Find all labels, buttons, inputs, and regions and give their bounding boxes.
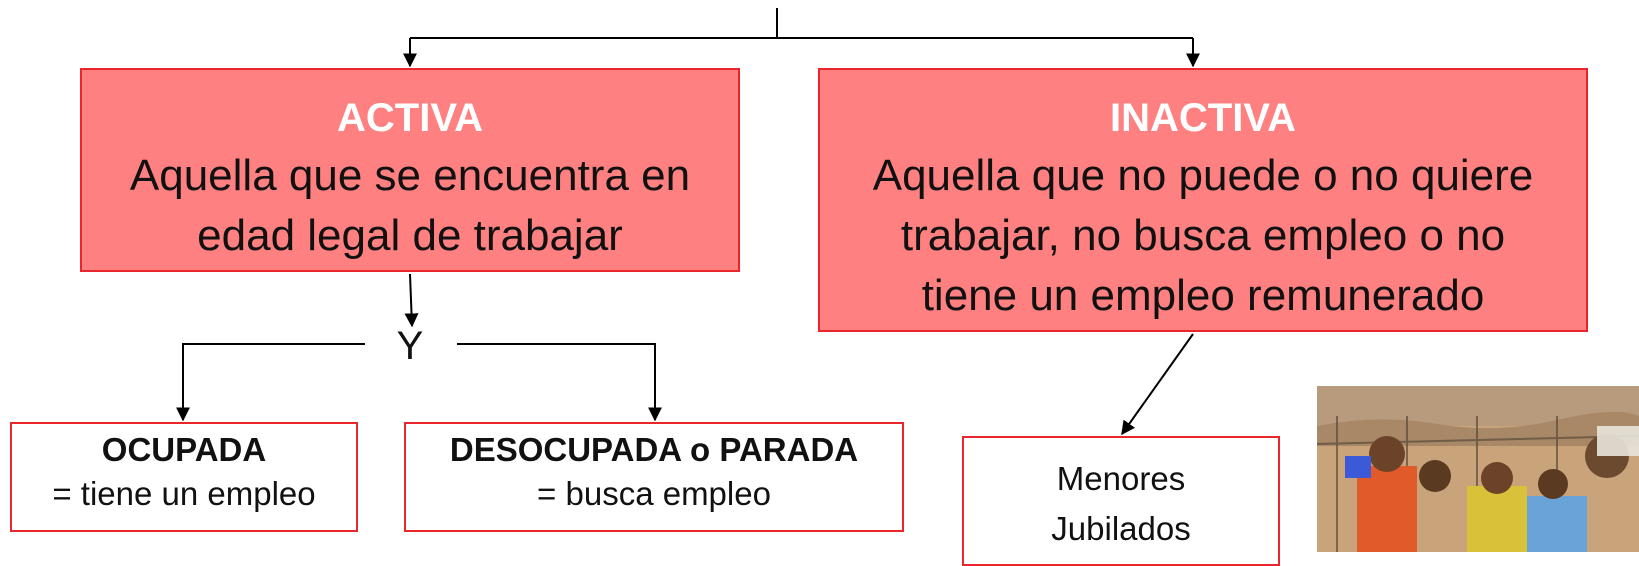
box-inactiva-list: Menores Jubilados [962,436,1280,566]
box-ocupada: OCUPADA = tiene un empleo [10,422,358,532]
arrow-to-desocupada [457,343,662,422]
box-activa: ACTIVA Aquella que se encuentra en edad … [80,68,740,272]
inactiva-desc-line2: trabajar, no busca empleo o no [900,211,1506,260]
inactiva-list-line2: Jubilados [1051,510,1191,547]
arrow-to-ocupada [176,343,365,422]
desocupada-title: DESOCUPADA o PARADA [449,431,859,468]
box-desocupada: DESOCUPADA o PARADA = busca empleo [404,422,904,532]
activa-title: ACTIVA [337,96,483,140]
connector-lines [176,8,1200,436]
activa-desc-line2: edad legal de trabajar [197,211,623,260]
box-inactiva: INACTIVA Aquella que no puede o no quier… [818,68,1588,332]
arrow-to-y [404,273,419,328]
arrow-to-inactiva-list [1121,333,1194,436]
activa-desc-line1: Aquella que se encuentra en [129,151,691,200]
inactiva-desc-line3: tiene un empleo remunerado [921,271,1485,320]
ocupada-desc: = tiene un empleo [52,475,316,512]
inactiva-desc-line1: Aquella que no puede o no quiere [872,151,1534,200]
ocupada-title: OCUPADA [101,431,267,468]
inactiva-list-line1: Menores [1056,460,1186,497]
inactiva-title: INACTIVA [1110,96,1296,140]
children-photo [1317,386,1639,552]
split-label: Y [396,324,424,368]
desocupada-desc: = busca empleo [537,475,771,512]
